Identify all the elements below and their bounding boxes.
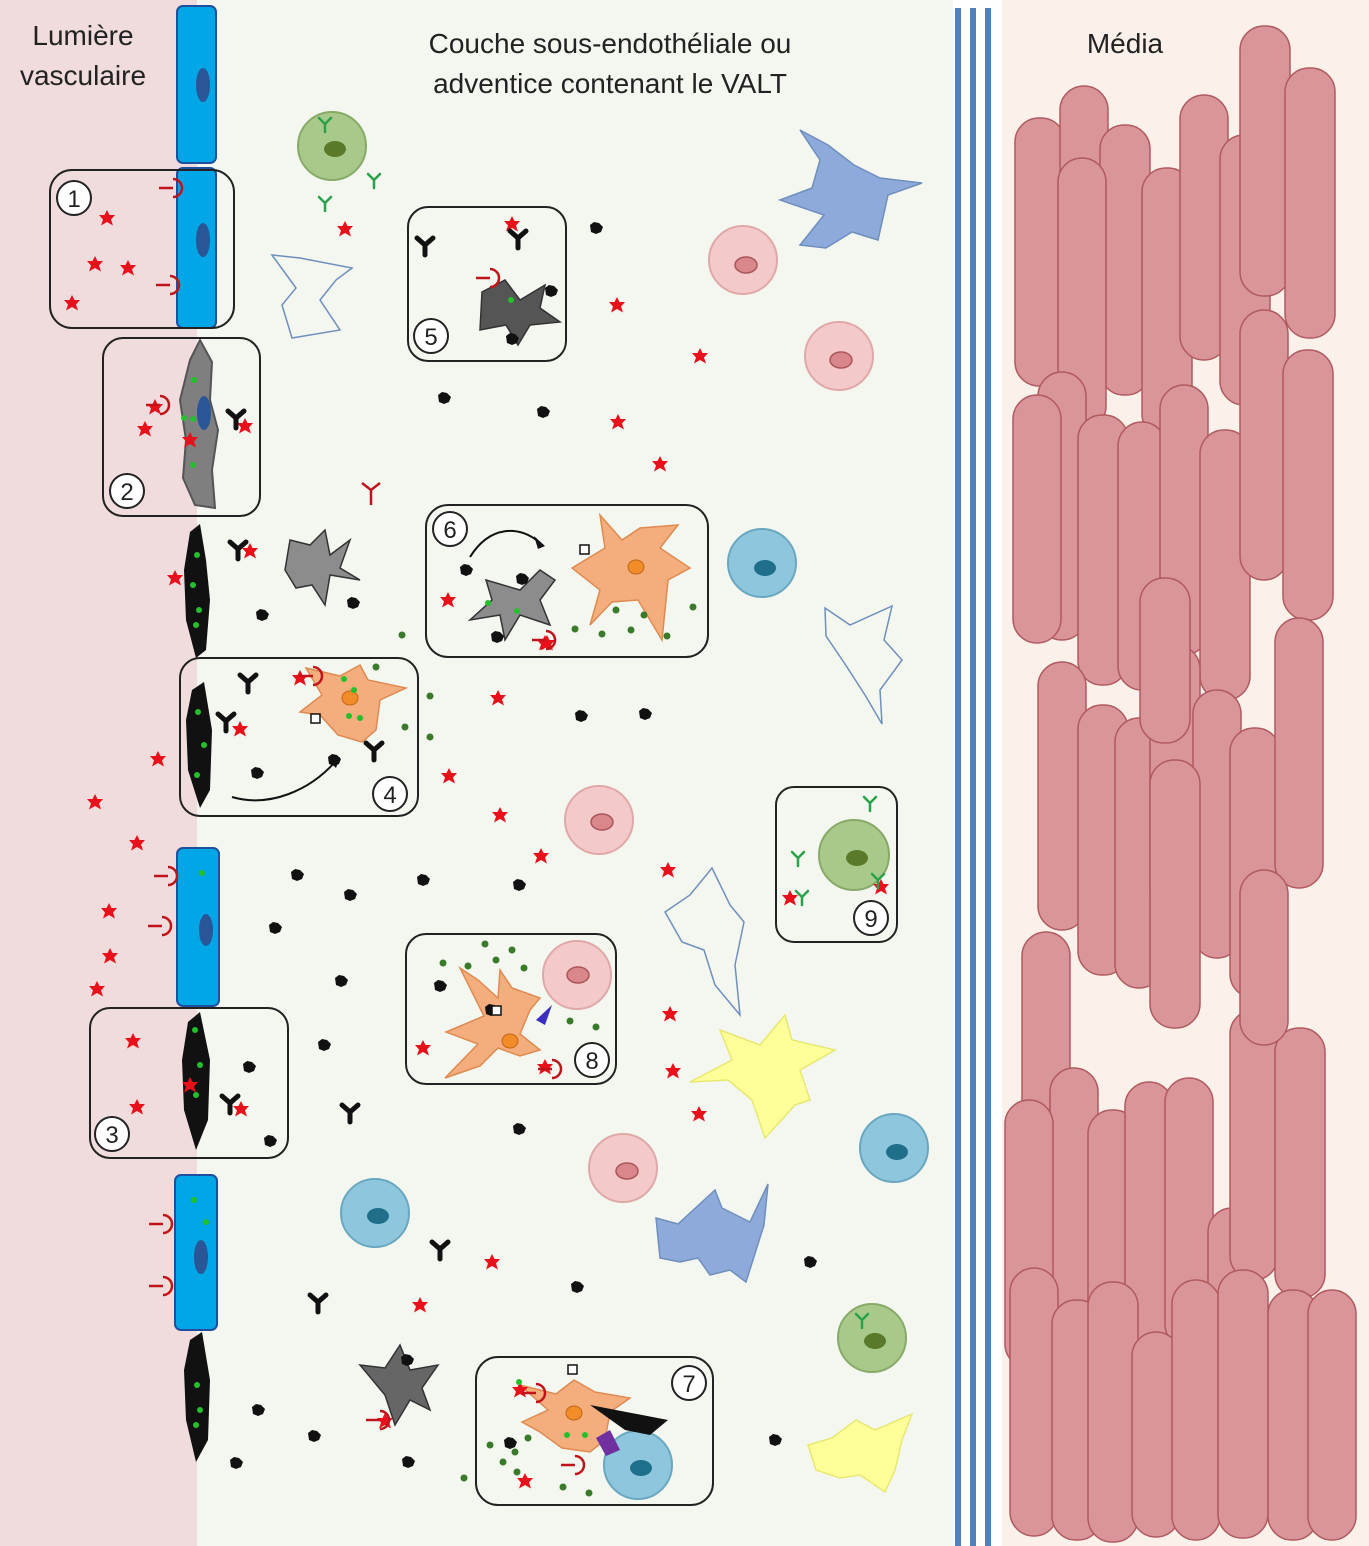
step-6: 6: [443, 517, 456, 544]
step-3: 3: [105, 1122, 118, 1149]
step-5: 5: [424, 324, 437, 351]
subendothelial-label: Couche sous-endothéliale ou adventice co…: [330, 24, 890, 104]
step-9: 9: [864, 906, 877, 933]
step-7: 7: [682, 1371, 695, 1398]
step-1: 1: [67, 186, 80, 213]
lumen-label: Lumière vasculaire: [0, 16, 166, 96]
media-label: Média: [1040, 24, 1210, 64]
step-2: 2: [120, 479, 133, 506]
step-4: 4: [383, 782, 396, 809]
step-8: 8: [585, 1048, 598, 1075]
